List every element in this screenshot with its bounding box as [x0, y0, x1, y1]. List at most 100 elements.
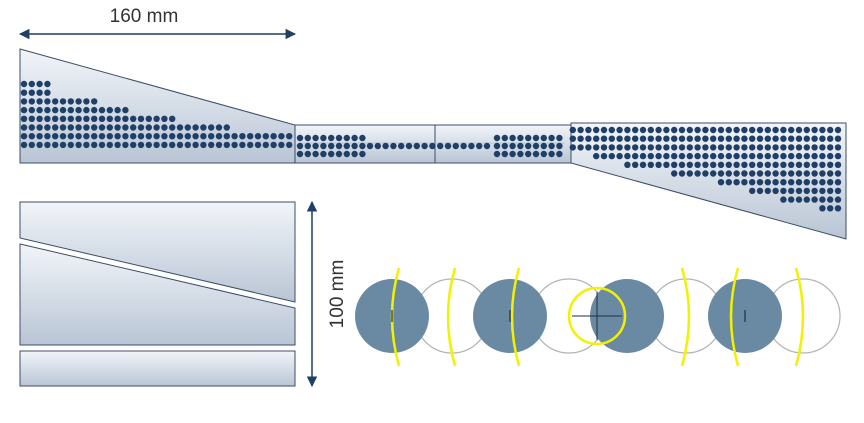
dot [733, 161, 740, 168]
dot [421, 142, 428, 150]
dot [678, 126, 686, 134]
dot [509, 150, 516, 158]
dot [686, 170, 693, 177]
dot [91, 133, 98, 140]
dot [296, 150, 304, 158]
dot [756, 126, 764, 134]
dot [398, 142, 405, 150]
dot [67, 98, 75, 105]
dot [780, 144, 787, 151]
dot [639, 144, 647, 151]
dot [741, 161, 748, 168]
highlight-arc [794, 267, 805, 367]
dot [44, 124, 51, 131]
dot [655, 144, 662, 151]
dot [75, 98, 82, 105]
dot [780, 196, 787, 203]
dot [834, 135, 842, 142]
dot [678, 135, 686, 142]
dot [694, 161, 701, 168]
dot [632, 152, 639, 160]
dot [780, 179, 787, 186]
dot [509, 134, 516, 142]
dot [624, 152, 631, 160]
dot [145, 133, 152, 140]
dot [624, 126, 631, 134]
dot [351, 150, 358, 158]
dot [161, 141, 168, 149]
dot [532, 150, 540, 158]
dot [176, 124, 184, 131]
dot [36, 80, 43, 88]
dot [717, 144, 725, 151]
plate-bottom [19, 350, 296, 387]
dot [106, 133, 114, 140]
dot [827, 205, 834, 212]
dot [153, 133, 160, 140]
dot [517, 142, 524, 150]
dot [36, 115, 43, 123]
dot [169, 133, 176, 140]
dot [493, 142, 501, 150]
dot [803, 170, 810, 177]
dot [208, 141, 215, 149]
dot [834, 187, 842, 195]
dot [320, 134, 327, 142]
dot [114, 106, 121, 114]
dot [827, 135, 834, 142]
dot [509, 142, 516, 150]
dot [223, 124, 230, 131]
dot [548, 134, 555, 142]
dot [772, 170, 779, 177]
dot [827, 187, 834, 195]
dot [413, 142, 420, 150]
dot [91, 141, 98, 149]
dot [67, 141, 75, 149]
dot [192, 141, 199, 149]
dot [788, 187, 795, 195]
dot [577, 126, 584, 134]
dot [91, 115, 98, 123]
dot [632, 135, 639, 142]
dot [169, 124, 176, 131]
dot [694, 170, 701, 177]
dot [741, 126, 748, 134]
dot [710, 126, 717, 134]
dot [694, 144, 701, 151]
dot [772, 144, 779, 151]
dot [540, 142, 547, 150]
dot [733, 152, 740, 160]
dot [827, 144, 834, 151]
dot [795, 187, 803, 195]
dot [795, 135, 803, 142]
dot [803, 179, 810, 186]
dot [75, 115, 82, 123]
dot [114, 141, 121, 149]
dot [569, 126, 576, 134]
dot [819, 170, 826, 177]
dot [215, 124, 223, 131]
dot [20, 106, 28, 114]
dot [501, 134, 508, 142]
dot [130, 133, 137, 140]
dot [28, 80, 35, 88]
dot [328, 134, 335, 142]
dot [819, 126, 826, 134]
dot [788, 135, 795, 142]
dot [593, 135, 600, 142]
dot [834, 126, 842, 134]
dot [795, 170, 803, 177]
dot [247, 141, 254, 149]
dot [811, 170, 818, 177]
dot [655, 135, 662, 142]
dot [517, 134, 524, 142]
dot [91, 106, 98, 114]
dot [702, 126, 709, 134]
dot [556, 142, 563, 150]
dot [749, 179, 756, 186]
dot [710, 135, 717, 142]
dot [351, 142, 358, 150]
dot [192, 133, 199, 140]
